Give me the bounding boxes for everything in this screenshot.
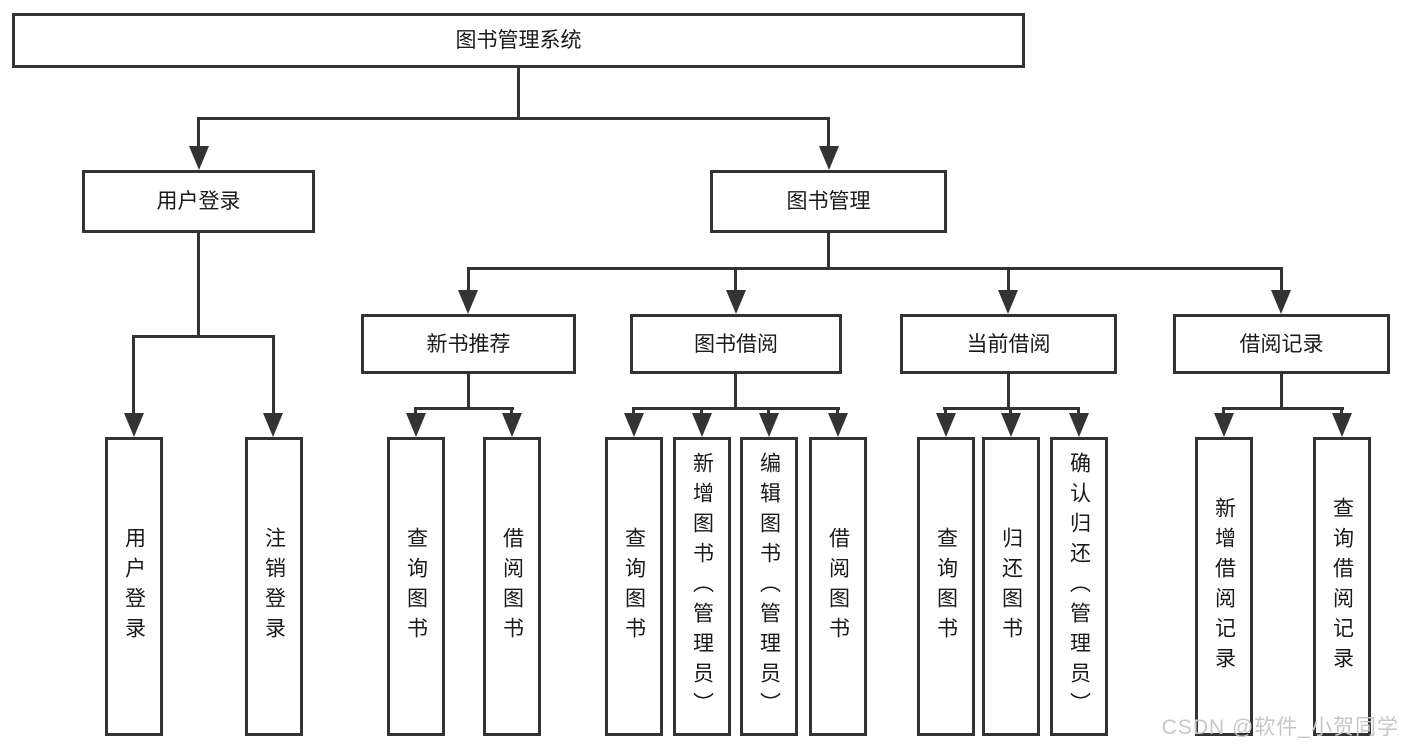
connector-line: [734, 374, 737, 410]
connector-line: [1280, 374, 1283, 410]
connector-line: [197, 117, 200, 149]
arrowhead: [726, 290, 746, 314]
arrowhead: [1271, 290, 1291, 314]
arrowhead: [759, 413, 779, 437]
connector-line: [1222, 407, 1344, 410]
connector-line: [414, 407, 514, 410]
leaf-label: 查询借阅记录: [1330, 496, 1354, 677]
arrowhead: [1332, 413, 1352, 437]
connector-line: [700, 407, 703, 417]
leaf-label: 查询图书: [934, 526, 958, 647]
connector-line: [1340, 407, 1343, 417]
leaf-label: 新增借阅记录: [1212, 496, 1236, 677]
connector-line: [467, 374, 470, 410]
arrowhead: [828, 413, 848, 437]
arrowhead: [692, 413, 712, 437]
connector-line: [517, 68, 520, 120]
leaf-label: 用户登录: [122, 526, 146, 647]
leaf-confirm-return-admin: 确认归还（管理员）: [1050, 437, 1108, 736]
connector-line: [467, 267, 470, 294]
leaf-label: 借阅图书: [500, 526, 524, 647]
connector-line: [827, 117, 830, 149]
connector-line: [414, 407, 417, 417]
arrowhead: [1069, 413, 1089, 437]
connector-line: [1007, 374, 1010, 410]
arrowhead: [124, 413, 144, 437]
arrowhead: [624, 413, 644, 437]
arrowhead: [998, 290, 1018, 314]
leaf-label: 查询图书: [404, 526, 428, 647]
leaf-query-borrow-record: 查询借阅记录: [1313, 437, 1371, 736]
arrowhead: [189, 146, 209, 170]
leaf-user-login: 用户登录: [105, 437, 163, 736]
arrowhead: [1001, 413, 1021, 437]
connector-line: [827, 233, 830, 270]
node-user-login: 用户登录: [82, 170, 315, 233]
connector-line: [1280, 267, 1283, 294]
node-root-book-management-system: 图书管理系统: [12, 13, 1025, 68]
arrowhead: [502, 413, 522, 437]
arrowhead: [406, 413, 426, 437]
leaf-label: 注销登录: [262, 526, 286, 647]
leaf-label: 确认归还（管理员）: [1067, 451, 1091, 722]
connector-line: [632, 407, 840, 410]
arrowhead: [819, 146, 839, 170]
leaf-add-borrow-record: 新增借阅记录: [1195, 437, 1253, 736]
leaf-query-books-borrow: 查询图书: [605, 437, 663, 736]
leaf-label: 查询图书: [622, 526, 646, 647]
node-current-borrow: 当前借阅: [900, 314, 1117, 374]
node-borrow-records: 借阅记录: [1173, 314, 1390, 374]
arrowhead: [263, 413, 283, 437]
connector-line: [510, 407, 513, 417]
connector-line: [132, 335, 135, 417]
connector-line: [734, 267, 737, 294]
connector-line: [197, 233, 200, 338]
watermark-text: CSDN @软件_小贺同学: [1161, 716, 1399, 739]
connector-line: [1007, 267, 1010, 294]
connector-line: [767, 407, 770, 417]
connector-line: [1009, 407, 1012, 417]
leaf-add-books-admin: 新增图书（管理员）: [673, 437, 731, 736]
leaf-label: 归还图书: [999, 526, 1023, 647]
leaf-return-books: 归还图书: [982, 437, 1040, 736]
connector-line: [467, 267, 1281, 270]
connector-line: [133, 335, 275, 338]
leaf-borrow-books: 借阅图书: [809, 437, 867, 736]
leaf-label: 新增图书（管理员）: [690, 451, 714, 722]
leaf-label: 借阅图书: [826, 526, 850, 647]
connector-line: [1077, 407, 1080, 417]
leaf-borrow-books-recommend: 借阅图书: [483, 437, 541, 736]
connector-line: [197, 117, 830, 120]
node-new-book-recommend: 新书推荐: [361, 314, 576, 374]
leaf-label: 编辑图书（管理员）: [757, 451, 781, 722]
leaf-query-books-current: 查询图书: [917, 437, 975, 736]
connector-line: [944, 407, 947, 417]
connector-line: [1222, 407, 1225, 417]
connector-line: [272, 335, 275, 417]
node-book-management: 图书管理: [710, 170, 947, 233]
node-book-borrow: 图书借阅: [630, 314, 842, 374]
leaf-logout: 注销登录: [245, 437, 303, 736]
connector-line: [836, 407, 839, 417]
connector-line: [632, 407, 635, 417]
arrowhead: [1214, 413, 1234, 437]
arrowhead: [936, 413, 956, 437]
arrowhead: [458, 290, 478, 314]
leaf-query-books-recommend: 查询图书: [387, 437, 445, 736]
leaf-edit-books-admin: 编辑图书（管理员）: [740, 437, 798, 736]
